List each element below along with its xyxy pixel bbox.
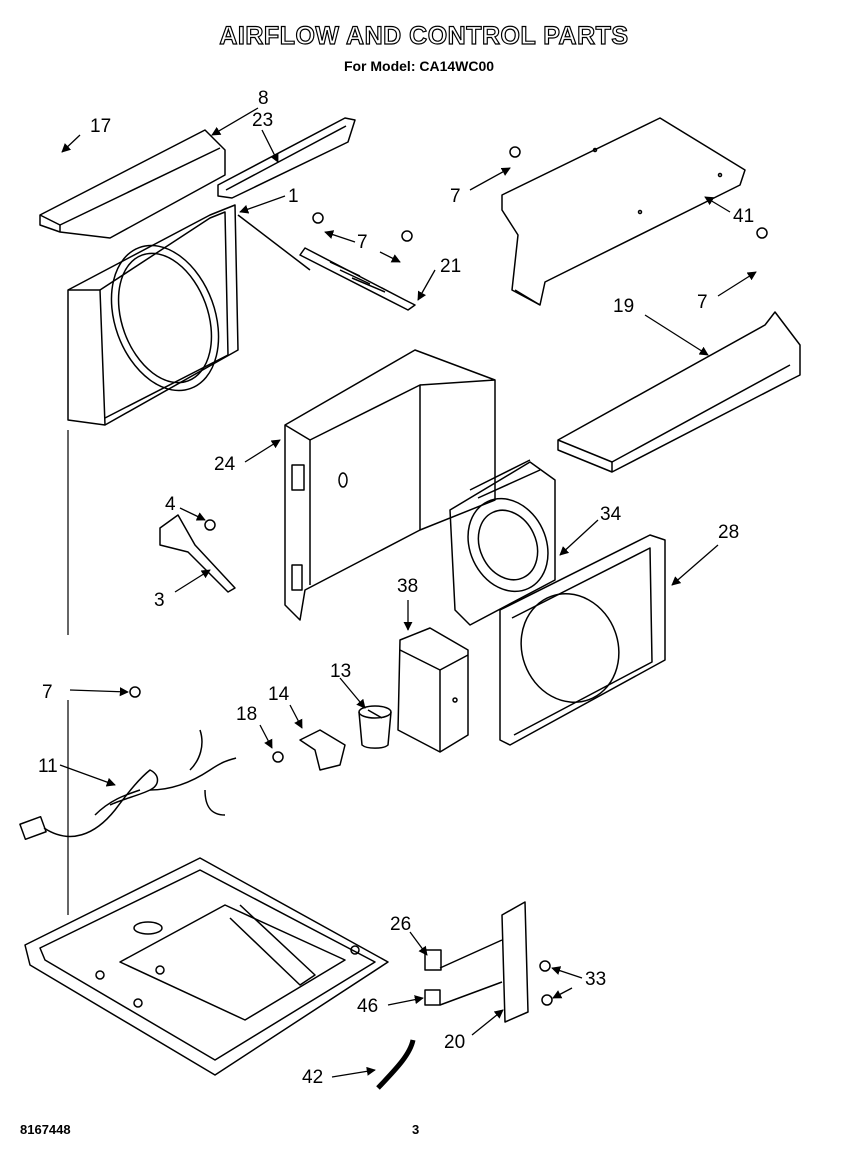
callout-17: 17 <box>90 116 111 137</box>
leader-arrows <box>59 107 757 1078</box>
callout-26: 26 <box>390 914 411 935</box>
callout-13: 13 <box>330 661 351 682</box>
part-8-top-cover <box>39 129 226 239</box>
part-46-connector <box>424 989 441 1006</box>
part-41-top-panel <box>501 117 746 306</box>
part-23-strip <box>217 117 356 199</box>
callout-14: 14 <box>268 684 290 705</box>
callout-7-center: 7 <box>357 232 368 253</box>
part-26-switch <box>424 949 442 971</box>
callout-24: 24 <box>214 454 236 475</box>
callout-38: 38 <box>397 576 418 597</box>
callout-20: 20 <box>444 1032 465 1053</box>
part-24-housing <box>284 349 496 621</box>
part-14-bracket <box>299 729 346 771</box>
page-title: AIRFLOW AND CONTROL PARTS <box>219 21 629 50</box>
callout-46: 46 <box>357 996 378 1017</box>
part-38-control-box <box>397 627 469 753</box>
callout-7-top-right: 7 <box>450 186 461 207</box>
part-20-control-bracket <box>439 901 529 1023</box>
part-1-shroud <box>67 204 239 426</box>
callout-1: 1 <box>288 186 299 207</box>
callout-19: 19 <box>613 296 634 317</box>
document-number: 8167448 <box>20 1122 71 1137</box>
page-number: 3 <box>412 1122 420 1137</box>
callout-labels: 17 8 23 1 7 7 21 41 7 19 24 4 3 34 28 38… <box>38 88 754 1088</box>
callout-7-right: 7 <box>697 292 708 313</box>
model-subtitle: For Model: CA14WC00 <box>343 58 495 74</box>
callout-42: 42 <box>302 1067 323 1088</box>
base-pan <box>24 857 389 1076</box>
callout-3: 3 <box>154 590 165 611</box>
part-13-capacitor <box>358 705 392 749</box>
callout-28: 28 <box>718 522 739 543</box>
screw-icons <box>129 146 768 1006</box>
part-42-tube <box>376 1039 416 1090</box>
callout-34: 34 <box>600 504 622 525</box>
callout-21: 21 <box>440 256 461 277</box>
callout-4: 4 <box>165 494 176 515</box>
part-21-bracket <box>237 214 416 311</box>
part-19-rail <box>557 311 801 473</box>
part-3-bracket <box>159 514 236 593</box>
callout-11: 11 <box>38 756 58 777</box>
callout-33: 33 <box>585 969 606 990</box>
part-34-blower-scroll <box>449 459 556 626</box>
callout-23: 23 <box>252 110 273 131</box>
part-28-rear-shroud <box>499 534 666 746</box>
callout-7-left: 7 <box>42 682 53 703</box>
callout-8: 8 <box>258 88 269 109</box>
part-11-power-cord <box>19 729 237 841</box>
callout-41: 41 <box>733 206 754 227</box>
callout-18: 18 <box>236 704 257 725</box>
